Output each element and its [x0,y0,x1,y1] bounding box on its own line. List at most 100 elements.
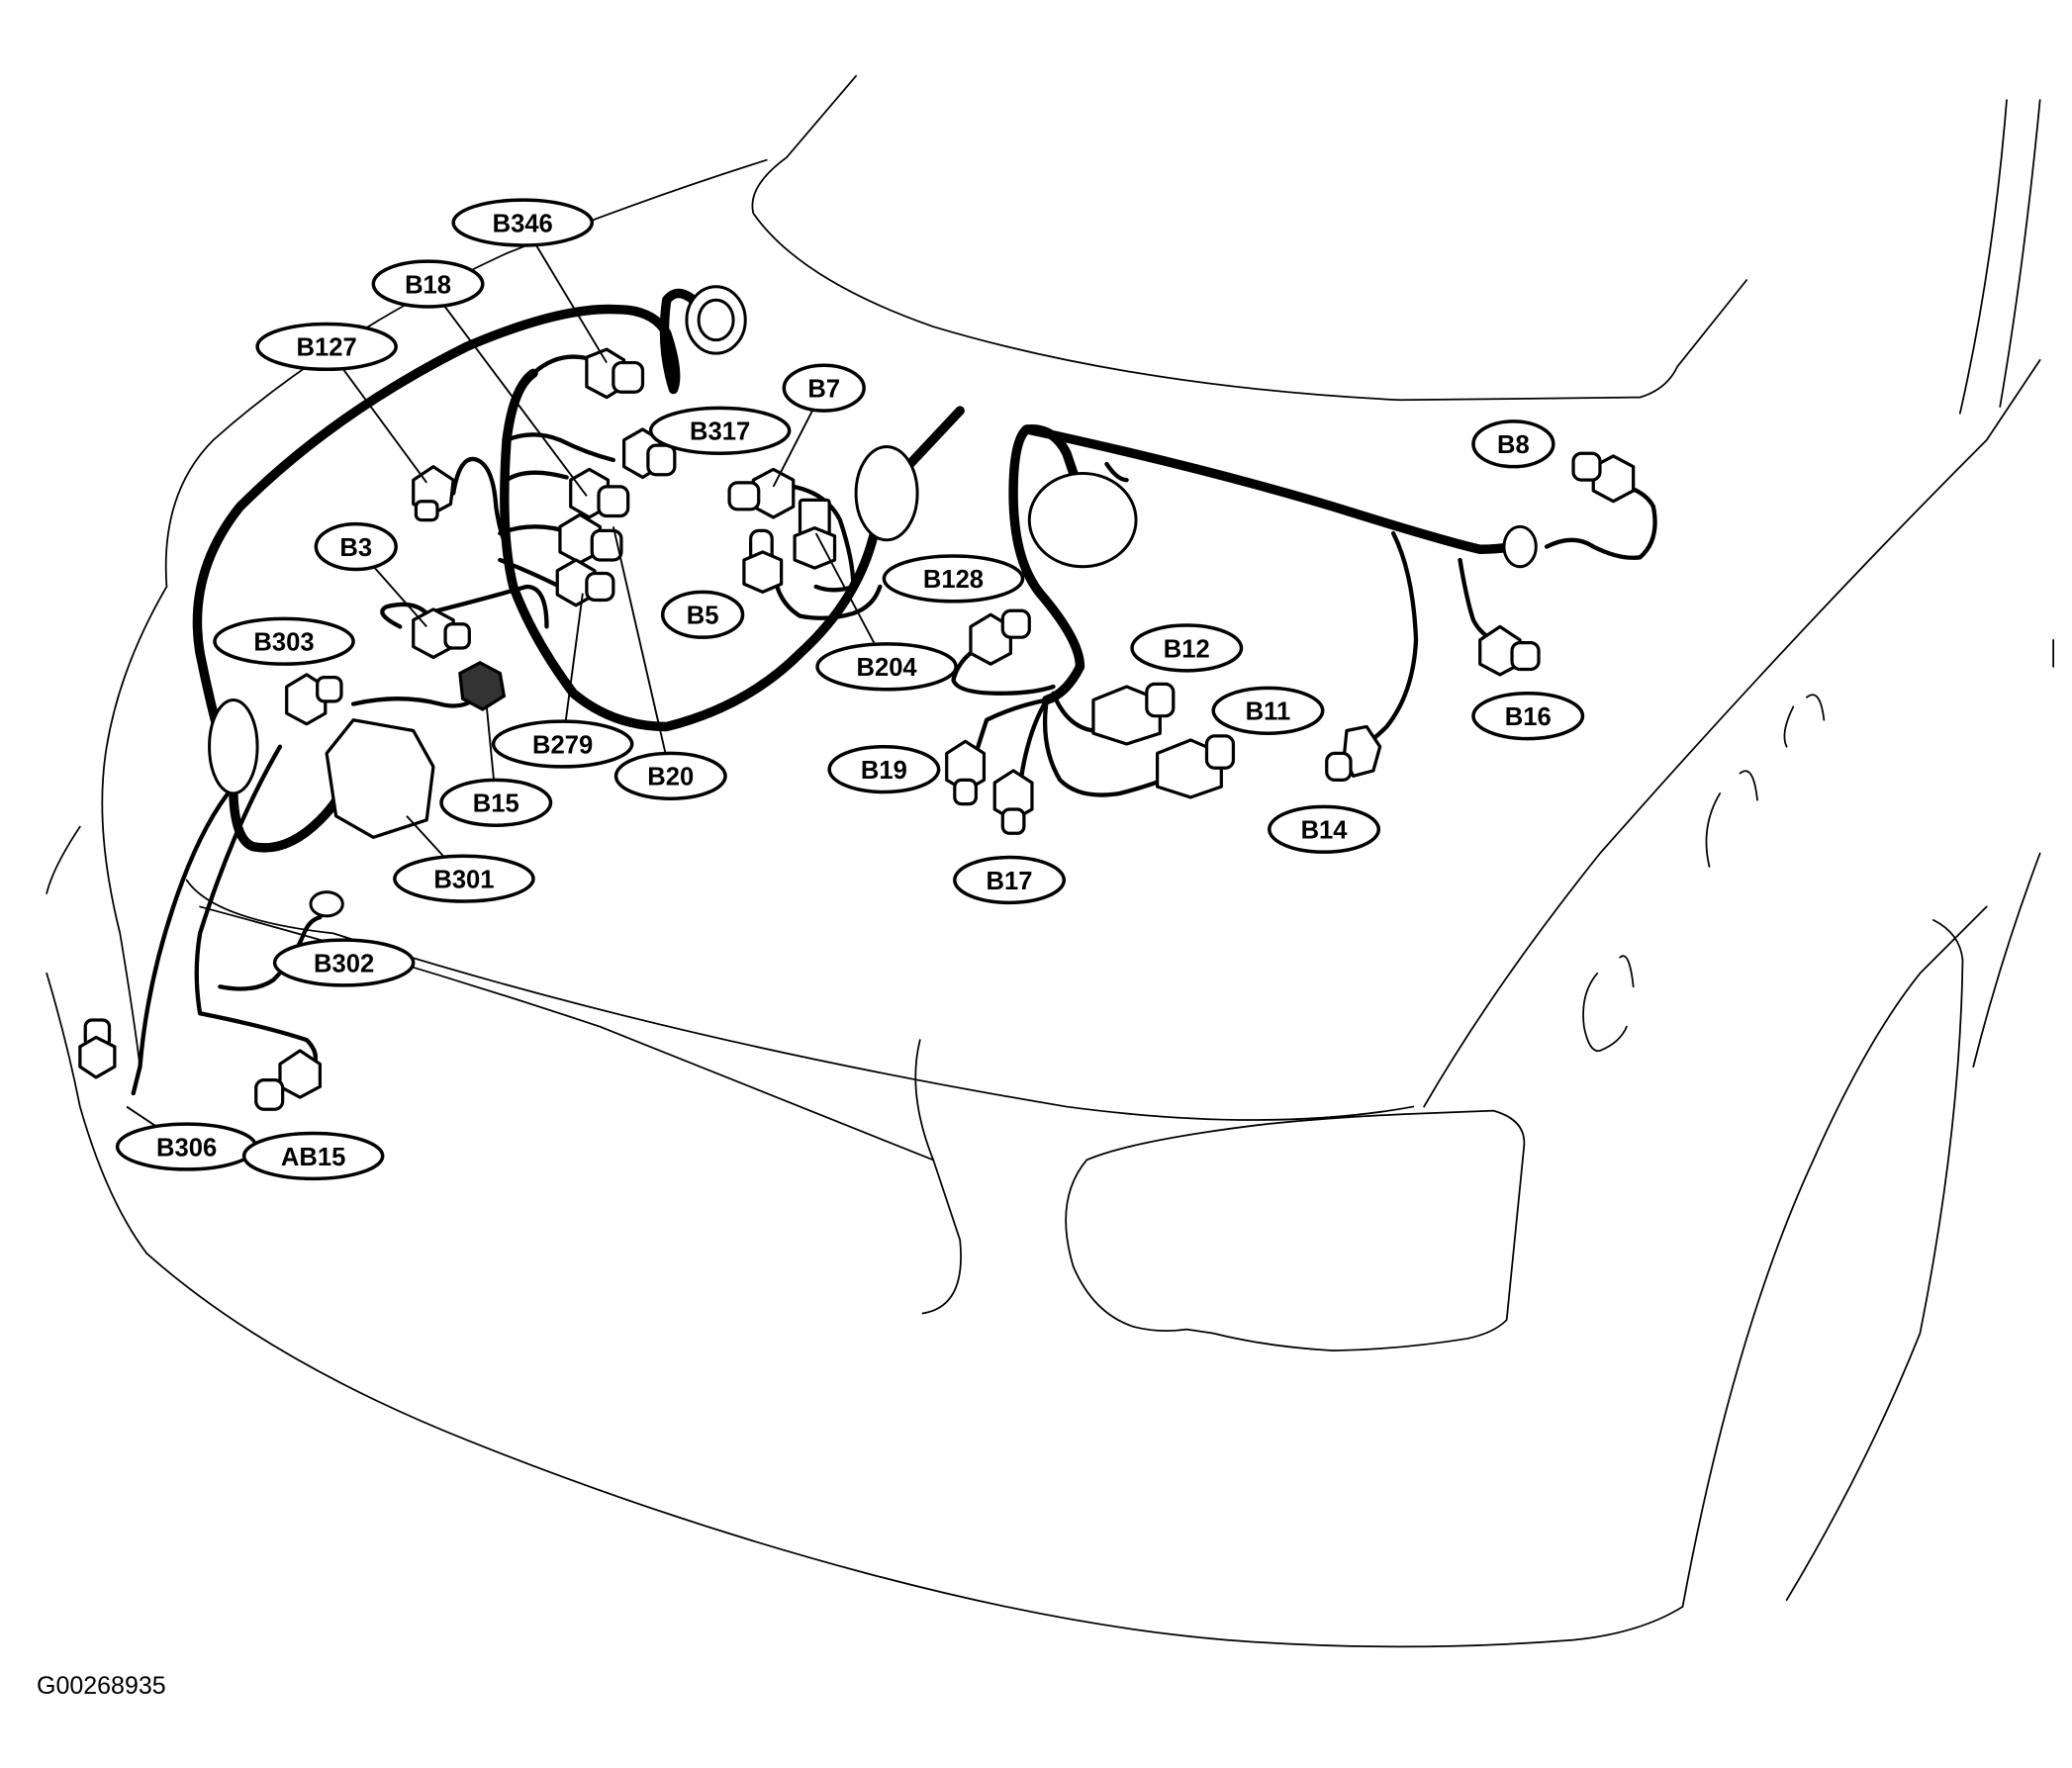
connector-b303 [285,673,343,726]
leader-line-b18 [426,283,588,497]
label-text: B317 [690,419,750,446]
label-text: B17 [987,868,1033,895]
connector-b317 [622,427,677,480]
label-b17: B17 [953,855,1067,905]
label-text: B302 [314,950,374,977]
label-b8: B8 [1471,419,1555,469]
label-text: B19 [861,757,907,785]
label-b306: B306 [115,1122,258,1171]
connector-b3 [412,607,471,660]
connector-b11 [1156,734,1236,799]
label-text: B14 [1301,817,1349,845]
figure-id: G00268935 [37,1672,166,1700]
label-ellipse [1471,692,1585,741]
label-text: AB15 [281,1144,345,1171]
label-text: B16 [1505,703,1552,731]
label-text: B3 [339,534,372,562]
grommet-b302 [309,890,344,918]
label-b16: B16 [1471,692,1585,741]
label-ellipse [1471,419,1555,469]
label-b303: B303 [213,616,355,666]
connector-b8 [1571,451,1636,504]
label-ellipse [241,1131,385,1181]
label-text: B18 [405,271,451,299]
label-ellipse [882,554,1025,604]
connectors [78,347,1636,1111]
label-b18: B18 [371,259,485,309]
label-ellipse [1268,804,1381,854]
label-b127: B127 [255,322,398,372]
label-b204: B204 [815,642,958,692]
connector-b128 [969,608,1031,666]
label-text: B346 [493,210,553,237]
label-ellipse [827,744,941,794]
connector-b127 [412,465,455,522]
label-ellipse [393,854,535,903]
label-text: B279 [532,731,593,759]
label-ellipse [213,616,355,666]
label-b346: B346 [451,198,595,247]
label-b12: B12 [1130,623,1244,673]
label-ellipse [953,855,1067,905]
label-text: B15 [473,791,519,818]
label-ellipse [660,590,745,639]
label-b15: B15 [439,778,553,827]
label-ab15: AB15 [241,1131,385,1181]
car-body-outline [46,74,2055,1648]
connector-b306 [78,1018,117,1079]
label-b5: B5 [660,590,745,639]
label-ellipse [648,406,792,455]
connector-b7 [727,467,796,519]
grommet-left [208,698,259,795]
label-text: B303 [253,629,314,657]
label-text: B204 [856,654,917,682]
label-ellipse [451,198,595,247]
label-b20: B20 [613,751,727,801]
label-ellipse [371,259,485,309]
grommet-b8 [1502,524,1538,569]
label-ellipse [815,642,958,692]
connector-labels: B346B18B127B317B7B3B5B128B303B204B12B11B… [115,198,1585,1181]
label-text: B128 [923,566,984,594]
label-text: B11 [1246,698,1291,726]
connector-b19 [945,739,987,806]
label-ellipse [782,363,866,413]
connector-b15 [458,660,507,711]
grommet-center [854,444,919,542]
label-b302: B302 [272,938,416,987]
label-ellipse [1211,686,1325,735]
connector-b279 [555,558,615,607]
label-b7: B7 [782,363,866,413]
connector-b20 [558,512,623,565]
connector-b14 [1325,724,1382,782]
main-harness [192,288,1525,853]
label-b128: B128 [882,554,1025,604]
grommets [208,285,1538,918]
connector-b18 [569,467,630,519]
label-text: B301 [433,866,494,893]
label-text: B7 [807,376,840,404]
label-ellipse [314,521,398,572]
label-ellipse [613,751,727,801]
leader-line-b279 [561,593,584,745]
leader-lines [126,222,888,1148]
label-text: B306 [156,1134,217,1162]
label-ellipse [439,778,553,827]
label-b14: B14 [1268,804,1381,854]
label-ellipse [255,322,398,372]
label-text: B12 [1164,635,1210,663]
connector-b346 [585,347,645,400]
connector-b204 [793,498,837,570]
grommet-right-center [1027,471,1138,569]
label-b317: B317 [648,406,792,455]
connector-b5 [742,528,784,594]
label-b19: B19 [827,744,941,794]
label-ellipse [272,938,416,987]
label-text: B127 [297,334,357,362]
label-ellipse [491,719,634,769]
connector-b12 [1091,682,1176,746]
label-b301: B301 [393,854,535,903]
label-b279: B279 [491,719,634,769]
connector-b17 [992,769,1034,835]
